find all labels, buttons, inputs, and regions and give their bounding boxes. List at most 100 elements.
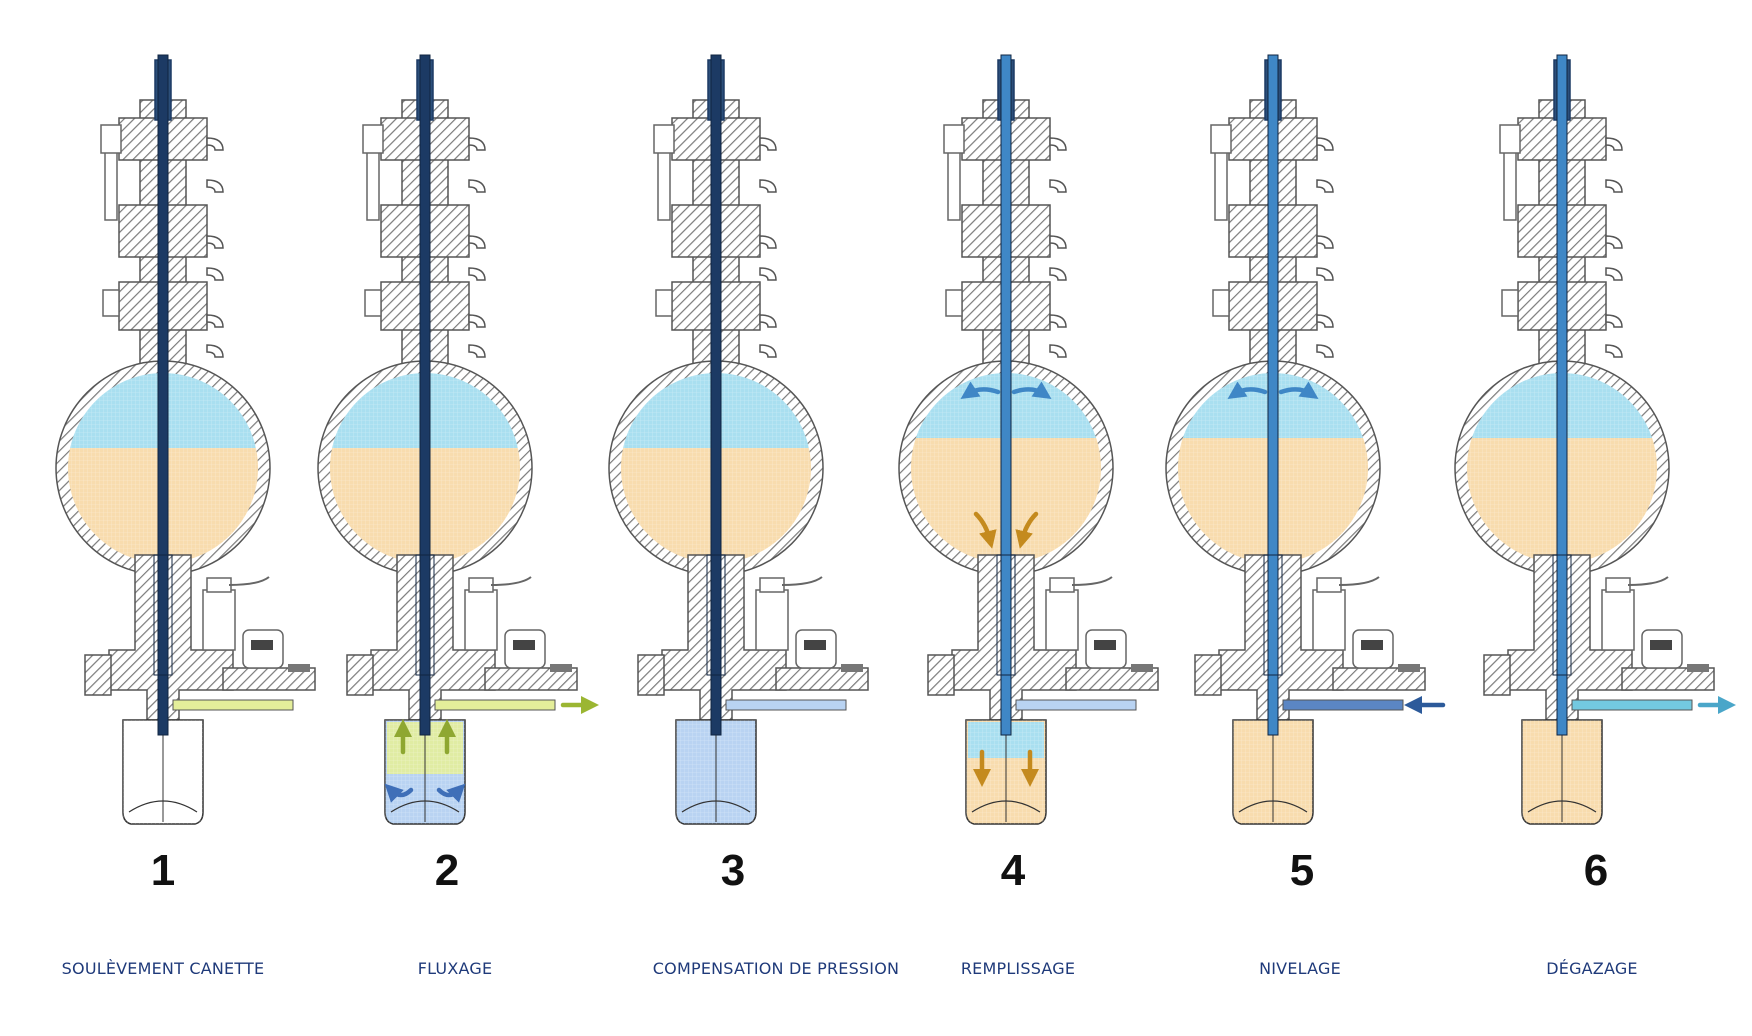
elbow-fitting	[759, 344, 777, 358]
solenoid-label-plate	[513, 640, 535, 650]
gas-return-arrow	[960, 381, 1001, 399]
vent-tube	[1267, 54, 1279, 736]
left-flange	[637, 654, 665, 696]
fitting	[945, 289, 963, 317]
elbow-fitting	[206, 314, 224, 328]
fitting	[1501, 289, 1519, 317]
valve-sensors	[1601, 576, 1709, 672]
valve-neck	[1483, 554, 1715, 721]
valve-neck	[84, 554, 316, 721]
valve-sensors	[202, 576, 310, 672]
side-flow-pipe	[1282, 699, 1404, 711]
sensor-head	[759, 577, 785, 593]
solenoid-label-plate	[804, 640, 826, 650]
elbow-fitting	[759, 314, 777, 328]
step-label-1: SOULÈVEMENT CANETTE	[62, 959, 265, 978]
pressure-sensor	[1045, 589, 1079, 651]
side-flow-pipe	[434, 699, 556, 711]
elbow-fitting	[1049, 314, 1067, 328]
tube-sleeve	[1552, 554, 1572, 676]
gas-return-arrow	[1011, 381, 1052, 399]
piston-cap	[362, 124, 384, 154]
solenoid-label-plate	[251, 640, 273, 650]
elbow-fitting	[206, 235, 224, 249]
tube-sleeve	[153, 554, 173, 676]
elbow-fitting	[1605, 344, 1623, 358]
side-flow-pipe	[725, 699, 847, 711]
vent-tube	[1556, 54, 1568, 736]
solenoid-connector	[288, 664, 310, 672]
step-label-2: FLUXAGE	[418, 959, 493, 978]
valve-unit-1	[55, 54, 316, 825]
sensor-cable	[228, 576, 270, 586]
tube-sleeve	[996, 554, 1016, 676]
elbow-fitting	[759, 267, 777, 281]
pressure-sensor	[1601, 589, 1635, 651]
piston-cap	[1499, 124, 1521, 154]
piston-rod	[366, 149, 380, 221]
step-number-5: 5	[1290, 846, 1314, 895]
flush-swirl-arrow	[384, 783, 414, 803]
can	[1232, 719, 1314, 825]
left-flange	[84, 654, 112, 696]
can	[1521, 719, 1603, 825]
valve-sensors	[755, 576, 863, 672]
elbow-fitting	[1605, 179, 1623, 193]
elbow-fitting	[1316, 137, 1334, 151]
valve-sensors	[1312, 576, 1420, 672]
tube-sleeve	[706, 554, 726, 676]
piston-cap	[1210, 124, 1232, 154]
valve-neck	[637, 554, 869, 721]
fitting	[1212, 289, 1230, 317]
step-label-4: REMPLISSAGE	[961, 959, 1075, 978]
solenoid-connector	[1398, 664, 1420, 672]
elbow-fitting	[1605, 137, 1623, 151]
step-label-6: DÉGAZAGE	[1546, 959, 1638, 978]
left-flange	[1194, 654, 1222, 696]
elbow-fitting	[1049, 344, 1067, 358]
valve-sensors	[1045, 576, 1153, 672]
fitting	[364, 289, 382, 317]
valve-neck	[1194, 554, 1426, 721]
elbow-fitting	[1605, 267, 1623, 281]
valve-neck	[346, 554, 578, 721]
elbow-fitting	[468, 179, 486, 193]
liquid-flow-arrow	[973, 511, 997, 549]
valve-unit-2	[317, 54, 599, 825]
fitting	[655, 289, 673, 317]
tube-sleeve	[415, 554, 435, 676]
sensor-cable	[1338, 576, 1380, 586]
solenoid-connector	[550, 664, 572, 672]
elbow-fitting	[1049, 267, 1067, 281]
elbow-fitting	[206, 344, 224, 358]
elbow-fitting	[1049, 235, 1067, 249]
solenoid-connector	[1131, 664, 1153, 672]
step-number-1: 1	[151, 846, 175, 895]
gas-return-arrow	[1278, 381, 1319, 399]
step-number-3: 3	[721, 846, 745, 895]
elbow-fitting	[468, 314, 486, 328]
side-flow-pipe	[1015, 699, 1137, 711]
step-label-3: COMPENSATION DE PRESSION	[653, 959, 899, 978]
piston-rod	[104, 149, 118, 221]
vent-tube	[419, 54, 431, 736]
solenoid-label-plate	[1361, 640, 1383, 650]
elbow-fitting	[206, 137, 224, 151]
step-number-6: 6	[1584, 846, 1608, 895]
side-flow-pipe	[172, 699, 294, 711]
elbow-fitting	[1316, 344, 1334, 358]
elbow-fitting	[1049, 137, 1067, 151]
elbow-fitting	[468, 344, 486, 358]
can	[675, 719, 757, 825]
step-number-2: 2	[435, 846, 459, 895]
solenoid-connector	[1687, 664, 1709, 672]
elbow-fitting	[206, 179, 224, 193]
pressure-sensor	[755, 589, 789, 651]
elbow-fitting	[1316, 267, 1334, 281]
solenoid-label-plate	[1650, 640, 1672, 650]
sensor-head	[468, 577, 494, 593]
sensor-head	[1605, 577, 1631, 593]
can	[384, 719, 466, 825]
